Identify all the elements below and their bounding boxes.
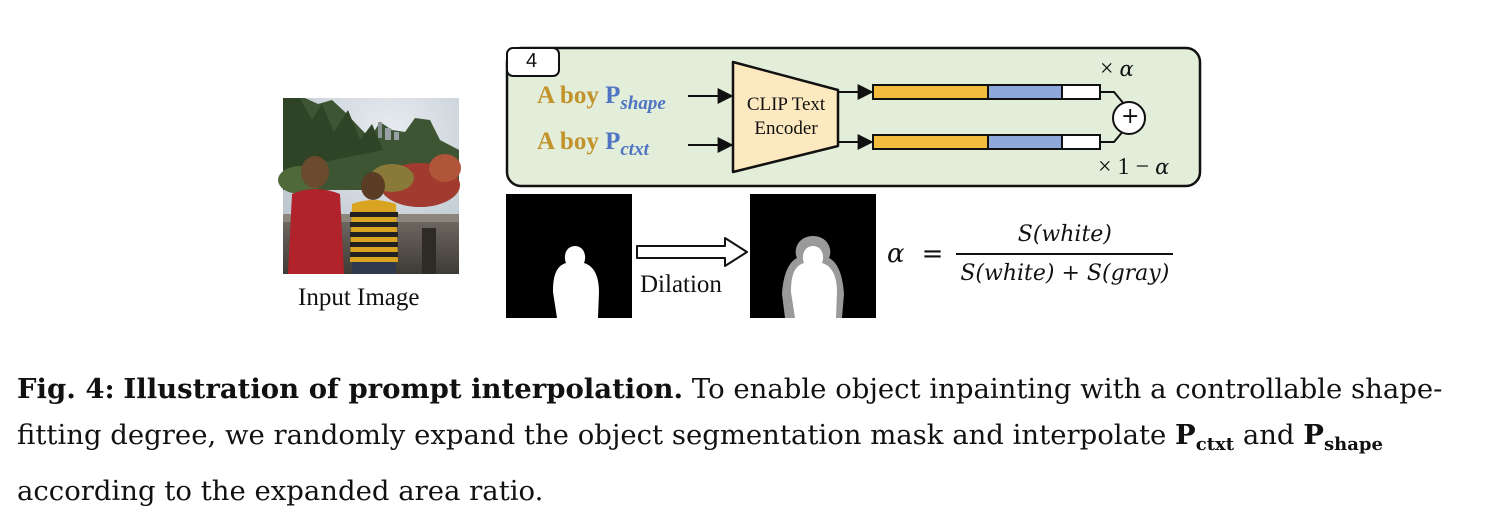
clip-encoder-block bbox=[731, 60, 840, 174]
dilated-mask bbox=[750, 194, 876, 318]
merge-line-top bbox=[1100, 91, 1125, 105]
prompt-shape-token: A boy bbox=[537, 82, 599, 109]
figure-caption: Fig. 4: Illustration of prompt interpola… bbox=[17, 366, 1473, 514]
original-mask bbox=[506, 194, 632, 318]
formula-lhs: α bbox=[887, 239, 905, 269]
caption-fig-label: Fig. 4: bbox=[17, 373, 115, 405]
caption-text-2: according to the expanded area ratio. bbox=[17, 475, 544, 507]
alpha-formula: α = S(white) S(white) + S(gray) bbox=[887, 222, 1174, 286]
input-photo bbox=[278, 98, 461, 274]
caption-p-shape: Pshape bbox=[1303, 419, 1383, 455]
clip-encoder-label: CLIP Text Encoder bbox=[733, 93, 839, 141]
prompt-shape-var: Pshape bbox=[605, 82, 666, 114]
prompt-ctxt-token: A boy bbox=[537, 128, 599, 155]
figure: Input Image 4 A boy Pshape A boy Pctxt C… bbox=[278, 46, 1202, 318]
caption-title: Illustration of prompt interpolation. bbox=[123, 373, 684, 405]
formula-numerator: S(white) bbox=[1017, 222, 1112, 247]
step-badge: 4 bbox=[526, 50, 538, 72]
formula-denominator: S(white) + S(gray) bbox=[956, 253, 1174, 286]
text-branch-panel bbox=[505, 46, 1202, 188]
prompt-shape: A boy Pshape bbox=[537, 82, 666, 115]
embedding-bar-ctxt bbox=[872, 134, 1101, 150]
caption-p-ctxt: Pctxt bbox=[1175, 419, 1235, 455]
merge-line-bottom bbox=[1100, 129, 1125, 143]
prompt-ctxt: A boy Pctxt bbox=[537, 128, 649, 161]
input-image-label: Input Image bbox=[298, 284, 420, 311]
step-badge-box bbox=[506, 47, 560, 77]
embedding-bar-shape bbox=[872, 84, 1101, 100]
alpha-weight-top: × α bbox=[1100, 56, 1134, 82]
figure-diagram bbox=[278, 46, 1202, 318]
caption-text-1: To enable object inpainting with a contr… bbox=[17, 373, 1443, 451]
plus-symbol: + bbox=[1121, 104, 1140, 129]
caption-and: and bbox=[1242, 419, 1295, 451]
formula-eq: = bbox=[921, 239, 944, 269]
dilation-arrow bbox=[636, 237, 748, 267]
prompt-ctxt-var: Pctxt bbox=[605, 128, 649, 160]
alpha-weight-bottom: × 1 − α bbox=[1098, 154, 1170, 180]
formula-fraction: S(white) S(white) + S(gray) bbox=[956, 222, 1174, 286]
dilation-label: Dilation bbox=[640, 271, 722, 298]
clip-encoder-line1: CLIP Text bbox=[746, 94, 826, 115]
plus-node bbox=[1112, 101, 1146, 135]
clip-encoder-line2: Encoder bbox=[754, 118, 818, 139]
